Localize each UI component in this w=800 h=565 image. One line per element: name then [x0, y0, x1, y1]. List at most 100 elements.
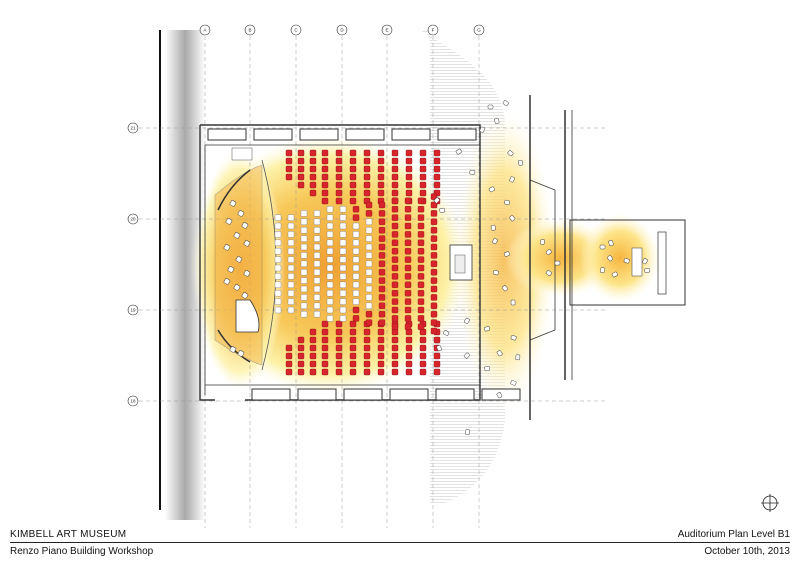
- seat-red: [391, 231, 399, 238]
- seat-red: [430, 201, 438, 209]
- foyer-chair: [545, 249, 552, 255]
- seat-white: [274, 290, 282, 297]
- seat-red: [309, 344, 317, 352]
- seat-white: [300, 285, 308, 293]
- seat-red: [430, 277, 438, 284]
- seat-red: [391, 368, 399, 376]
- stage-chair: [241, 222, 249, 229]
- foyer-chair: [488, 186, 495, 193]
- seat-white: [287, 306, 295, 314]
- seat-white: [313, 252, 321, 259]
- seat-white: [274, 239, 282, 247]
- seat-white: [339, 298, 347, 305]
- seat-white: [339, 281, 347, 288]
- column-bubble-label: B: [248, 28, 251, 33]
- seat-red: [391, 336, 399, 344]
- seat-red: [419, 344, 427, 352]
- seat-red: [391, 323, 399, 330]
- foyer-chair: [507, 150, 514, 157]
- foyer-chair: [484, 326, 491, 332]
- seat-red: [417, 323, 425, 330]
- seat-white: [274, 247, 282, 255]
- foyer-chairs: [433, 100, 561, 436]
- seat-red: [378, 252, 386, 259]
- seat-red: [417, 306, 425, 314]
- seat-red: [405, 368, 413, 376]
- seat-red: [363, 189, 371, 197]
- seat-white: [365, 218, 373, 226]
- seat-red: [417, 222, 425, 230]
- seat-white: [339, 306, 347, 314]
- seat-white: [287, 222, 295, 230]
- seat-red: [363, 165, 371, 173]
- seat-red: [321, 336, 329, 344]
- control-desk: [454, 254, 466, 274]
- seat-white: [352, 273, 360, 280]
- seat-red: [365, 210, 373, 217]
- seat-red: [417, 214, 425, 221]
- seat-white: [352, 247, 360, 255]
- seat-red: [377, 352, 385, 360]
- row-bubble: [127, 213, 139, 225]
- seat-white: [326, 298, 334, 305]
- seat-red: [352, 205, 360, 213]
- seat-white: [300, 218, 308, 226]
- seat-red: [391, 197, 399, 205]
- foyer-chair: [487, 104, 494, 110]
- seat-white: [326, 247, 334, 255]
- seat-white: [300, 235, 308, 242]
- foyer-chair: [496, 392, 503, 399]
- seat-red: [433, 336, 441, 344]
- seat-red: [391, 298, 399, 305]
- seat-red: [419, 360, 427, 368]
- seat-red: [321, 320, 329, 328]
- seat-white: [287, 239, 295, 247]
- seat-red: [391, 247, 399, 255]
- foyer-chair: [469, 169, 476, 175]
- seat-red: [417, 231, 425, 238]
- seat-white: [326, 256, 334, 263]
- seat-white: [300, 277, 308, 284]
- foyer-chair: [510, 380, 517, 386]
- seat-white: [274, 281, 282, 288]
- seat-white: [300, 269, 308, 276]
- foyer-chair: [515, 354, 521, 361]
- seat-red: [378, 311, 386, 318]
- seat-white: [365, 302, 373, 309]
- seat-white: [313, 260, 321, 267]
- seat-red: [404, 214, 412, 221]
- seat-red: [321, 328, 329, 336]
- seat-red: [321, 368, 329, 376]
- seat-red: [377, 344, 385, 352]
- seat-red: [349, 149, 357, 157]
- seat-red: [419, 181, 427, 189]
- seat-white: [313, 269, 321, 276]
- seat-red: [404, 264, 412, 272]
- seat-red: [352, 315, 360, 322]
- seat-red: [297, 181, 305, 189]
- seat-white: [313, 294, 321, 301]
- seat-red: [321, 173, 329, 181]
- seat-red: [335, 352, 343, 360]
- stage-chair: [223, 278, 231, 285]
- seat-white: [326, 214, 334, 221]
- seat-red: [285, 352, 293, 360]
- seat-red: [365, 201, 373, 209]
- seat-red: [321, 157, 329, 165]
- seat-white: [313, 218, 321, 226]
- foyer-chair: [503, 251, 510, 257]
- seat-white: [274, 222, 282, 230]
- seat-white: [274, 264, 282, 272]
- seat-red: [430, 311, 438, 318]
- seat-red: [335, 336, 343, 344]
- seat-red: [363, 352, 371, 360]
- seat-red: [430, 269, 438, 276]
- row-bubble-label: 19: [130, 308, 136, 313]
- seat-white: [326, 222, 334, 230]
- seat-red: [297, 368, 305, 376]
- seat-red: [391, 352, 399, 360]
- seat-white: [274, 298, 282, 305]
- seat-red: [349, 197, 357, 205]
- seat-red: [352, 306, 360, 314]
